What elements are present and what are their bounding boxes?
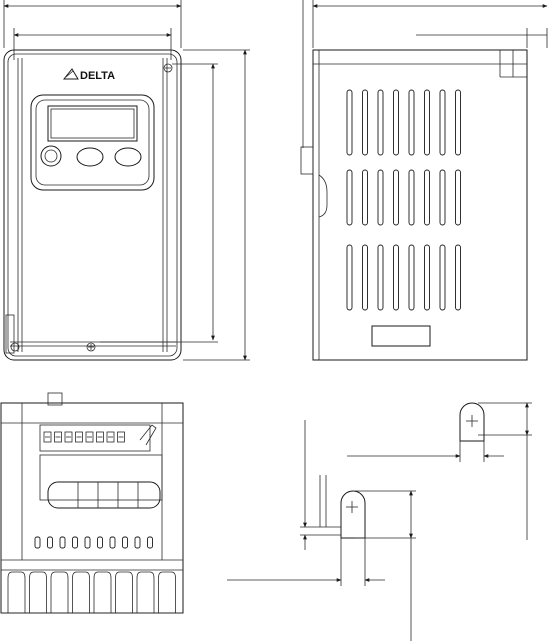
heatsink-fin — [137, 572, 154, 613]
vent-slot — [394, 245, 399, 310]
heatsink-fin — [94, 572, 111, 613]
vent-slot — [425, 170, 430, 225]
vent-slot — [363, 90, 368, 155]
slot-hole-bottom — [341, 491, 365, 538]
terminal-cover — [140, 425, 156, 445]
mount-hole-detail-top — [347, 403, 532, 540]
vent-slot — [456, 170, 461, 225]
delta-logo: DELTA — [64, 69, 115, 82]
vent-rows — [347, 90, 461, 310]
heatsink-fin — [116, 572, 133, 613]
vent-slot — [363, 170, 368, 225]
bottom-slot — [85, 537, 90, 548]
knob-icon — [41, 146, 61, 166]
vent-slot — [394, 170, 399, 225]
vent-slot — [425, 245, 430, 310]
vent-slot — [378, 170, 383, 225]
terminals — [44, 432, 125, 442]
label-plate — [372, 326, 430, 346]
bottom-slot — [110, 537, 115, 548]
heatsink-frame — [40, 455, 162, 500]
vent-slot — [347, 245, 352, 310]
vent-slot — [409, 245, 414, 310]
bottom-slot — [48, 537, 53, 548]
heatsink-fin — [73, 572, 90, 613]
front-view: DELTA — [4, 0, 250, 360]
slot-row — [35, 537, 153, 548]
bottom-slot — [60, 537, 65, 548]
heatsink-housing — [48, 482, 160, 508]
vent-slot — [378, 90, 383, 155]
left-latch — [6, 315, 14, 353]
vent-slot — [425, 90, 430, 155]
side-view — [301, 0, 547, 360]
display-window-inner — [51, 109, 134, 138]
keypad-panel-inner — [36, 100, 149, 185]
bottom-slot — [148, 537, 153, 548]
bottom-slot — [135, 537, 140, 548]
bottom-view — [1, 393, 183, 613]
display-window — [48, 106, 137, 141]
vent-slot — [394, 90, 399, 155]
bottom-slot — [73, 537, 78, 548]
vent-slot — [347, 90, 352, 155]
fin-row — [8, 572, 176, 613]
side-housing — [313, 50, 527, 360]
bottom-slot — [35, 537, 40, 548]
heatsink-fin — [30, 572, 47, 613]
vent-slot — [409, 90, 414, 155]
front-housing — [4, 50, 181, 360]
vent-slot — [440, 170, 445, 225]
keypad-button-2 — [115, 148, 141, 166]
vent-slot — [456, 90, 461, 155]
delta-triangle-icon — [64, 69, 78, 79]
vent-slot — [363, 245, 368, 310]
side-bump — [319, 175, 327, 217]
brand-label: DELTA — [80, 70, 115, 82]
heatsink-fin — [8, 572, 25, 613]
mount-hole-detail-bottom — [227, 420, 416, 641]
side-clip — [301, 147, 313, 174]
vent-slot — [440, 245, 445, 310]
heatsink-fin — [51, 572, 68, 613]
bottom-slot — [98, 537, 103, 548]
vent-slot — [456, 245, 461, 310]
terminal-block — [40, 425, 150, 451]
keypad-button-1 — [77, 148, 103, 166]
vent-slot — [440, 90, 445, 155]
vent-slot — [409, 170, 414, 225]
heatsink-fin — [159, 572, 176, 613]
vent-slot — [347, 170, 352, 225]
vent-slot — [378, 245, 383, 310]
bottom-slot — [123, 537, 128, 548]
